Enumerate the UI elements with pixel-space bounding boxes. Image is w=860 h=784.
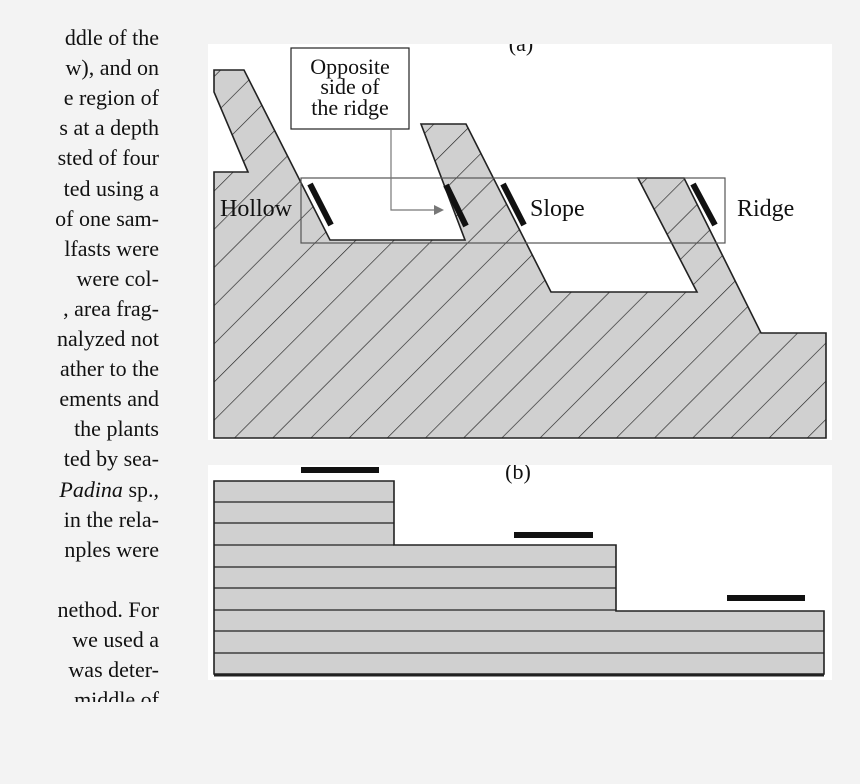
panel-a-svg: Opposite side of the ridge Hollow Slope … xyxy=(213,44,827,439)
body-text-line: were col- xyxy=(76,265,159,291)
callout-box xyxy=(290,47,410,130)
label-ridge: Ridge xyxy=(737,196,794,222)
callout-line-2: side of xyxy=(320,74,380,99)
body-text-line: nalyzed not xyxy=(56,326,159,351)
body-text-line: lfasts were xyxy=(64,235,159,261)
body-text-column: ddle of the w), and on e region of s at a d… xyxy=(0,26,162,702)
marker-ridge xyxy=(690,182,718,227)
body-text-line: nethod. For xyxy=(57,596,159,622)
body-text-line: we used a xyxy=(72,627,159,652)
callout-line-3: the ridge xyxy=(311,95,389,120)
italic-span: Padina xyxy=(59,476,123,502)
body-text-line: ements and xyxy=(59,386,159,412)
stepped-substrate xyxy=(213,480,825,675)
body-text-line: the plants xyxy=(74,416,159,442)
body-text-line: ted using a xyxy=(63,175,159,201)
marker-slope xyxy=(500,182,527,227)
body-text-line: of one sam- xyxy=(55,205,159,231)
marker-opposite-ridge xyxy=(443,183,469,228)
text-tail: sp., xyxy=(122,476,159,502)
body-text-line: was deter- xyxy=(68,657,159,683)
label-slope: Slope xyxy=(530,196,585,222)
panel-a-label: (a) xyxy=(509,44,533,56)
body-text-line: ather to the xyxy=(60,356,159,382)
body-text-line: in the rela- xyxy=(63,506,159,532)
body-text-line: , area frag- xyxy=(63,295,159,321)
body-text-line: nples were xyxy=(64,536,159,562)
body-text-line: w), and on xyxy=(65,55,159,81)
seabed-profile xyxy=(213,69,827,439)
body-text-line: e region of xyxy=(63,85,159,111)
panel-b-label: (b) xyxy=(505,465,531,484)
body-text-line: sted of four xyxy=(57,145,159,171)
callout-line-1: Opposite xyxy=(310,54,389,79)
body-text-line: ddle of the xyxy=(64,26,159,50)
figure-panel-a: Opposite side of the ridge Hollow Slope … xyxy=(208,44,832,440)
label-hollow: Hollow xyxy=(220,196,293,222)
figure-panel-b: (b) xyxy=(208,465,832,680)
body-text-line: middle of xyxy=(74,687,159,702)
panel-b-svg: (b) xyxy=(213,465,825,677)
callout-arrow xyxy=(390,129,442,211)
body-text-line: ted by sea- xyxy=(63,446,159,472)
body-text-line: Padina sp., xyxy=(59,476,159,502)
body-text-line: s at a depth xyxy=(59,115,159,141)
callout-arrowhead xyxy=(434,205,444,215)
strata-lines xyxy=(214,501,824,654)
highlight-box xyxy=(300,177,726,244)
marker-hollow xyxy=(307,182,334,227)
